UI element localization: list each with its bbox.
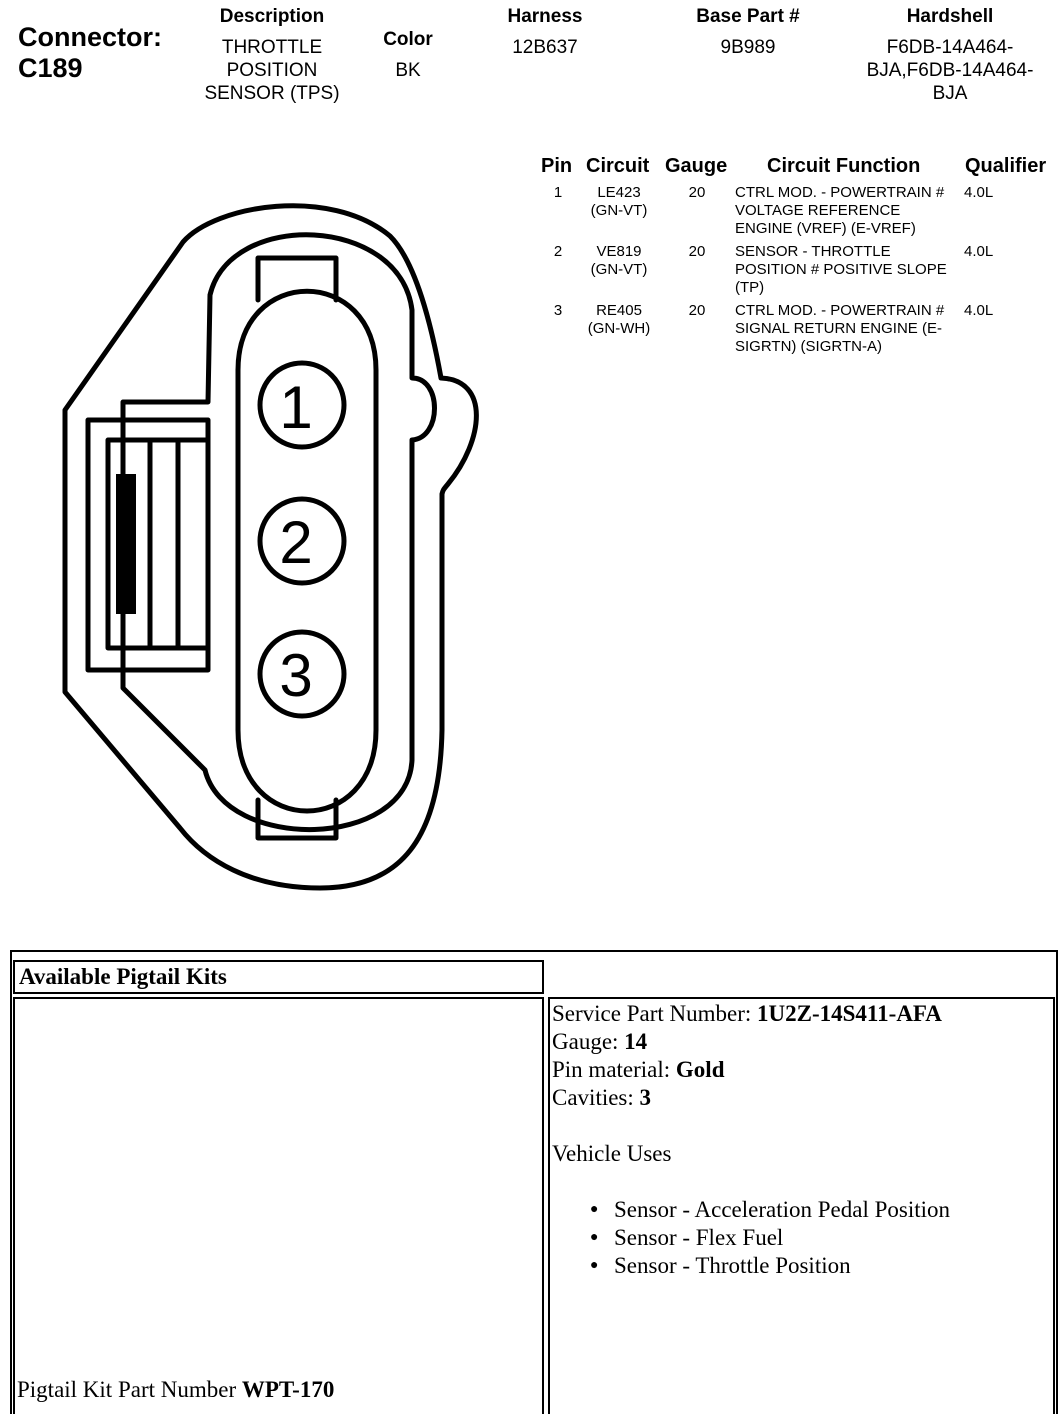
service-part-number: Service Part Number: 1U2Z-14S411-AFA [552, 1001, 942, 1026]
gauge-col-header: Gauge [665, 155, 728, 177]
top-key [255, 255, 339, 303]
pigtail-title: Available Pigtail Kits [19, 964, 227, 989]
vehicle-uses-heading: Vehicle Uses [552, 1141, 672, 1166]
circuit-function: CTRL MOD. - POWERTRAIN # SIGNAL RETURN E… [735, 302, 945, 355]
pin-3-label: 3 [279, 642, 312, 709]
kit-details-cell [548, 997, 1055, 1414]
list-item: Sensor - Flex Fuel [590, 1224, 1052, 1252]
pin-1-label: 1 [279, 374, 312, 441]
kit-details: Service Part Number: 1U2Z-14S411-AFA Gau… [552, 1000, 1052, 1280]
pin-cavity [257, 496, 347, 586]
circuit-id: LE423 (GN-VT) [590, 184, 648, 219]
connector-id: C189 [18, 53, 83, 83]
circuit-id: VE819 (GN-VT) [590, 243, 648, 278]
pin-number: 3 [553, 302, 563, 319]
pin-number: 2 [553, 243, 563, 260]
pigtail-title-cell: Available Pigtail Kits [13, 960, 544, 994]
hardshell-value: F6DB-14A464- BJA,F6DB-14A464- BJA [866, 37, 1034, 104]
latch-inner [105, 437, 211, 651]
cavities: Cavities: 3 [552, 1085, 652, 1110]
gauge-value: 20 [688, 302, 706, 319]
vehicle-uses-list: Sensor - Acceleration Pedal Position Sen… [552, 1196, 1052, 1280]
connector-label: Connector: [18, 22, 162, 52]
list-item: Sensor - Throttle Position [590, 1252, 1052, 1280]
pin-cavity [257, 360, 347, 450]
qualifier-value: 4.0L [964, 184, 994, 201]
terminal-channel [235, 288, 379, 814]
connector-face-diagram: 1 2 3 [62, 203, 479, 891]
kit-image-cell [13, 997, 544, 1414]
housing-outline [62, 203, 479, 891]
pin-number: 1 [553, 184, 563, 201]
circuit-col-header: Circuit [586, 155, 650, 177]
base-part-value: 9B989 [720, 37, 776, 58]
pin-cavity [257, 629, 347, 719]
pin-col-header: Pin [541, 155, 573, 177]
gauge-value: 20 [688, 184, 706, 201]
hardshell-header: Hardshell [906, 6, 994, 27]
latch-bar [116, 474, 136, 614]
kit-part-number: Pigtail Kit Part Number WPT-170 [17, 1377, 335, 1402]
qualifier-value: 4.0L [964, 302, 994, 319]
harness-value: 12B637 [512, 37, 578, 58]
description-header: Description [219, 6, 325, 27]
shroud-outline [120, 232, 437, 833]
function-col-header: Circuit Function [767, 155, 921, 177]
list-item: Sensor - Acceleration Pedal Position [590, 1196, 1052, 1224]
color-value: BK [395, 60, 421, 81]
base-part-header: Base Part # [696, 6, 800, 27]
gauge-value: 20 [688, 243, 706, 260]
pigtail-kit-panel [10, 950, 1058, 1414]
bottom-key [255, 797, 339, 841]
qualifier-value: 4.0L [964, 243, 994, 260]
pin-2-label: 2 [279, 509, 312, 576]
pin-material: Pin material: Gold [552, 1057, 725, 1082]
circuit-id: RE405 (GN-WH) [587, 302, 651, 337]
color-header: Color [383, 29, 433, 50]
description-value: THROTTLE POSITION SENSOR (TPS) [204, 37, 340, 104]
gauge: Gauge: 14 [552, 1029, 648, 1054]
qualifier-col-header: Qualifier [965, 155, 1047, 177]
circuit-function: SENSOR - THROTTLE POSITION # POSITIVE SL… [735, 243, 947, 296]
circuit-function: CTRL MOD. - POWERTRAIN # VOLTAGE REFEREN… [735, 184, 945, 237]
harness-header: Harness [507, 6, 583, 27]
connector-title: Connector: C189 [18, 22, 162, 84]
